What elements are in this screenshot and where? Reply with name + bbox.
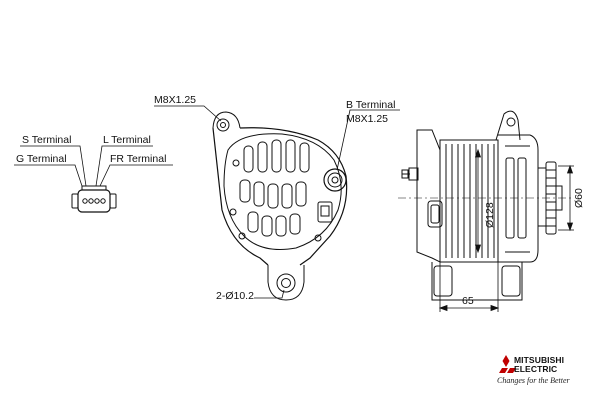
label-g-terminal: G Terminal xyxy=(16,153,67,165)
terminal-connector xyxy=(71,185,117,213)
label-s-terminal: S Terminal xyxy=(22,134,72,146)
terminal-leader-lines xyxy=(14,145,173,187)
label-b-terminal: B Terminal xyxy=(346,99,396,111)
dim-pulley-diameter: Ø60 xyxy=(573,188,585,208)
dimension-lines xyxy=(438,148,574,312)
logo-brand-line2: ELECTRIC xyxy=(514,364,558,374)
label-l-terminal: L Terminal xyxy=(103,134,151,146)
label-mounting-holes: 2-Ø10.2 xyxy=(216,290,254,302)
label-m8-right: M8X1.25 xyxy=(346,113,389,125)
logo-brand-line1: MITSUBISHI xyxy=(514,355,565,365)
label-m8-top: M8X1.25 xyxy=(154,94,197,106)
logo-slogan: Changes for the Better xyxy=(497,376,570,385)
front-view-leaders xyxy=(154,105,400,299)
mitsubishi-diamonds-logo xyxy=(499,355,516,373)
front-view xyxy=(212,111,348,301)
side-view xyxy=(398,110,572,301)
mitsubishi-electric-logo: MITSUBISHI ELECTRIC Changes for the Bett… xyxy=(494,352,594,388)
dim-body-diameter: Ø128 xyxy=(484,202,496,228)
dim-depth: 65 xyxy=(462,295,474,307)
logo-brand-name: MITSUBISHI ELECTRIC xyxy=(514,356,564,374)
label-fr-terminal: FR Terminal xyxy=(110,153,167,165)
